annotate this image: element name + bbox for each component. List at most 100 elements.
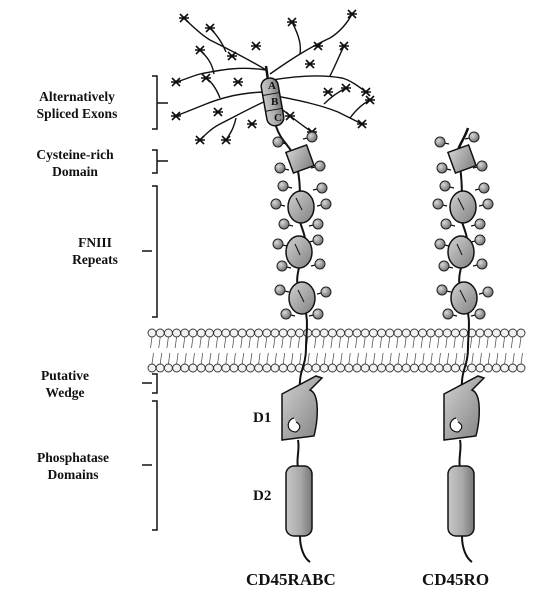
lipid-tail	[183, 337, 185, 348]
lipid-head	[369, 329, 377, 337]
bracket-fniii	[142, 186, 157, 317]
lipid-head	[361, 329, 369, 337]
lipid-head	[386, 329, 394, 337]
lipid-head	[164, 329, 172, 337]
lipid-head	[509, 364, 517, 372]
lipid-tail	[152, 353, 154, 364]
lipid-tail	[315, 337, 317, 348]
sugar-residue	[195, 136, 205, 144]
sugar-residue	[287, 18, 297, 26]
lipid-tail	[398, 353, 400, 364]
lipid-head	[394, 329, 402, 337]
lipid-tail	[339, 337, 341, 348]
lipid-head	[238, 364, 246, 372]
lipid-tail	[356, 337, 358, 348]
lipid-tail	[364, 337, 366, 348]
lipid-head	[222, 329, 230, 337]
bracket-cysteine-rich	[152, 150, 168, 173]
label-line: Domains	[8, 466, 138, 483]
lipid-head	[296, 329, 304, 337]
lipid-head	[427, 364, 435, 372]
lipid-tail	[347, 337, 349, 348]
sugar-residue	[179, 14, 189, 22]
glycan-ball	[435, 137, 445, 147]
label-line: Putative	[10, 367, 120, 384]
lipid-head	[427, 329, 435, 337]
lipid-tail	[332, 353, 334, 364]
sugar-residue	[285, 112, 295, 120]
domain-d2-label: D2	[253, 488, 271, 505]
lipid-tail	[462, 337, 464, 348]
glycan-ball	[435, 239, 445, 249]
lipid-tail	[439, 353, 441, 364]
exon-c-label: C	[274, 112, 282, 124]
lipid-head	[205, 364, 213, 372]
lipid-head	[378, 329, 386, 337]
lipid-tail	[224, 337, 226, 348]
label-fniii-repeats: FNIII Repeats	[50, 234, 140, 268]
glycan-ball	[433, 199, 443, 209]
glycan-branch	[276, 96, 362, 124]
lipid-tail	[185, 353, 187, 364]
label-alternatively-spliced-exons: Alternatively Spliced Exons	[8, 88, 146, 122]
lipid-head	[271, 329, 279, 337]
lipid-tail	[513, 353, 515, 364]
label-phosphatase-domains: Phosphatase Domains	[8, 449, 138, 483]
lipid-head	[304, 364, 312, 372]
sugar-residue	[341, 84, 351, 92]
sugar-residue	[247, 120, 257, 128]
lipid-head	[181, 364, 189, 372]
lipid-head	[476, 364, 484, 372]
lipid-tail	[495, 337, 497, 348]
protein-cd45ro	[433, 128, 493, 562]
lipid-head	[337, 329, 345, 337]
label-line: Repeats	[50, 251, 140, 268]
lipid-tail	[505, 353, 507, 364]
sugar-residue	[171, 78, 181, 86]
lipid-head	[435, 364, 443, 372]
lipid-tail	[480, 353, 482, 364]
sugar-residue	[171, 112, 181, 120]
lipid-tail	[267, 353, 269, 364]
lipid-head	[230, 329, 238, 337]
lipid-head	[279, 364, 287, 372]
lipid-head	[255, 329, 263, 337]
lipid-head	[214, 329, 222, 337]
glycan-ball	[477, 259, 487, 269]
glycan-ball	[437, 285, 447, 295]
phosphatase-d2	[286, 466, 312, 536]
glycan-branch	[272, 76, 366, 92]
glycan-ball	[443, 309, 453, 319]
lipid-head	[320, 329, 328, 337]
lipid-tail	[454, 337, 456, 348]
lipid-tail	[479, 337, 481, 348]
glycan-ball	[483, 199, 493, 209]
lipid-head	[345, 364, 353, 372]
lipid-head	[369, 364, 377, 372]
lipid-tail	[331, 337, 333, 348]
lipid-head	[492, 364, 500, 372]
sugar-residue	[221, 136, 231, 144]
lipid-head	[410, 364, 418, 372]
glycan-branch	[200, 100, 268, 140]
lipid-head	[320, 364, 328, 372]
glycan-branch	[330, 46, 344, 76]
glycan-ball	[317, 183, 327, 193]
glycan-ball	[439, 261, 449, 271]
glycan-ball	[313, 219, 323, 229]
lipid-tail	[249, 337, 251, 348]
lipid-head	[148, 329, 156, 337]
lipid-head	[419, 364, 427, 372]
sugar-residue	[357, 120, 367, 128]
lipid-head	[460, 329, 468, 337]
lipid-tail	[464, 353, 466, 364]
glycan-ball	[437, 163, 447, 173]
lipid-head	[402, 364, 410, 372]
lipid-tail	[357, 353, 359, 364]
lipid-tail	[520, 337, 522, 348]
glycan-ball	[313, 309, 323, 319]
lipid-head	[263, 329, 271, 337]
lipid-tail	[511, 337, 513, 348]
sugar-residue	[201, 74, 211, 82]
